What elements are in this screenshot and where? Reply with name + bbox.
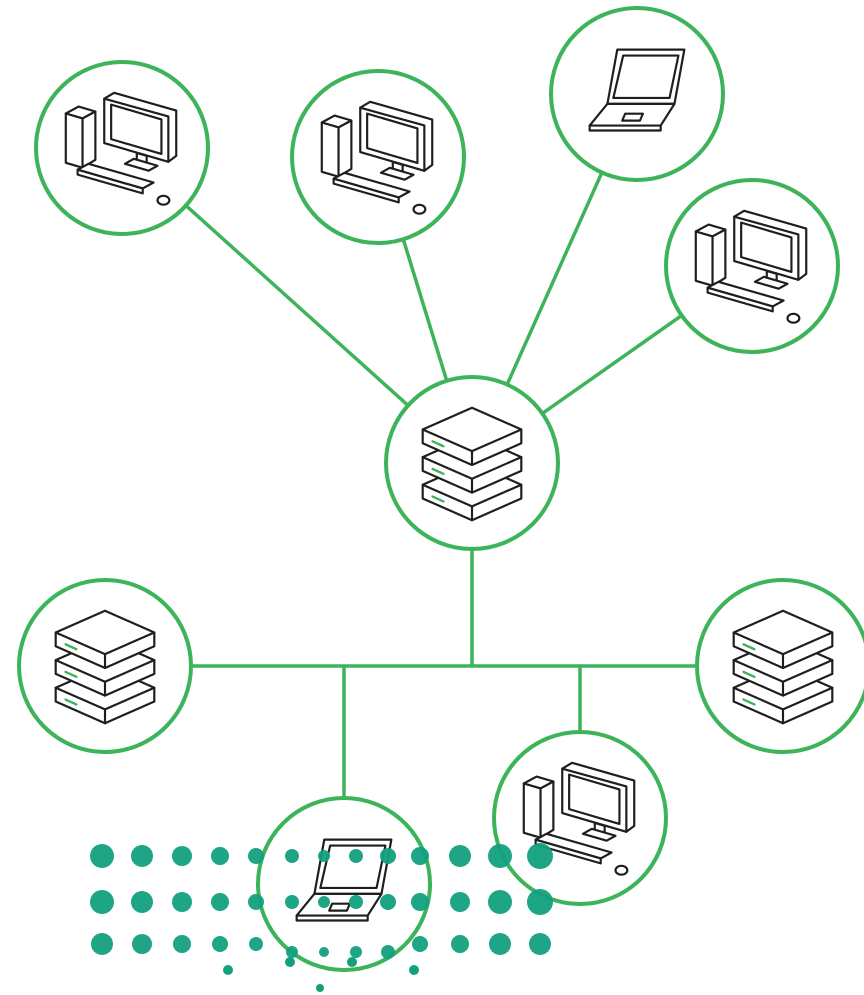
decorative-dot [380, 848, 396, 864]
decorative-dot [90, 890, 114, 914]
decorative-dot [131, 845, 153, 867]
decorative-dot [449, 845, 471, 867]
network-nodes [17, 6, 864, 972]
server-stack-icon [421, 406, 523, 522]
decorative-dot [172, 892, 192, 912]
decorative-dot [409, 965, 419, 975]
decorative-dot [318, 896, 330, 908]
decorative-dot [248, 848, 264, 864]
decorative-dot [380, 894, 396, 910]
decorative-dot [450, 892, 470, 912]
decorative-dot [316, 984, 324, 992]
node-top-center-desktop [290, 69, 466, 245]
decorative-dot [172, 846, 192, 866]
node-right-server [695, 578, 864, 754]
node-top-left-desktop [34, 60, 210, 236]
decorative-dot [411, 847, 429, 865]
node-top-laptop [549, 6, 725, 182]
decorative-dot [488, 890, 512, 914]
decorative-dot [451, 935, 469, 953]
decorative-dot [211, 847, 229, 865]
decorative-dot [286, 946, 298, 958]
decorative-dot [411, 893, 429, 911]
decorative-dot [488, 844, 512, 868]
dot-pattern-watermark [90, 843, 553, 992]
decorative-dot [249, 937, 263, 951]
decorative-dot [285, 895, 299, 909]
node-bottom-right-desktop [492, 730, 668, 906]
decorative-dot [529, 933, 551, 955]
decorative-dot [173, 935, 191, 953]
decorative-dot [350, 946, 362, 958]
decorative-dot [412, 936, 428, 952]
node-left-server [17, 578, 193, 754]
decorative-dot [489, 933, 511, 955]
decorative-dot [318, 850, 330, 862]
decorative-dot [347, 957, 357, 967]
decorative-dot [91, 933, 113, 955]
node-right-desktop [664, 178, 840, 354]
node-bottom-laptop [256, 796, 432, 972]
decorative-dot [248, 894, 264, 910]
decorative-dot [285, 957, 295, 967]
decorative-dot [349, 849, 363, 863]
server-stack-icon [54, 609, 156, 725]
decorative-dot [349, 895, 363, 909]
decorative-dot [319, 947, 329, 957]
decorative-dot [285, 849, 299, 863]
decorative-dot [223, 965, 233, 975]
decorative-dot [527, 889, 553, 915]
decorative-dot [132, 934, 152, 954]
decorative-dot [381, 945, 395, 959]
decorative-dot [527, 843, 553, 869]
node-central-server [384, 375, 560, 551]
decorative-dot [90, 844, 114, 868]
server-stack-icon [732, 609, 834, 725]
decorative-dot [131, 891, 153, 913]
decorative-dot [212, 936, 228, 952]
decorative-dot [211, 893, 229, 911]
